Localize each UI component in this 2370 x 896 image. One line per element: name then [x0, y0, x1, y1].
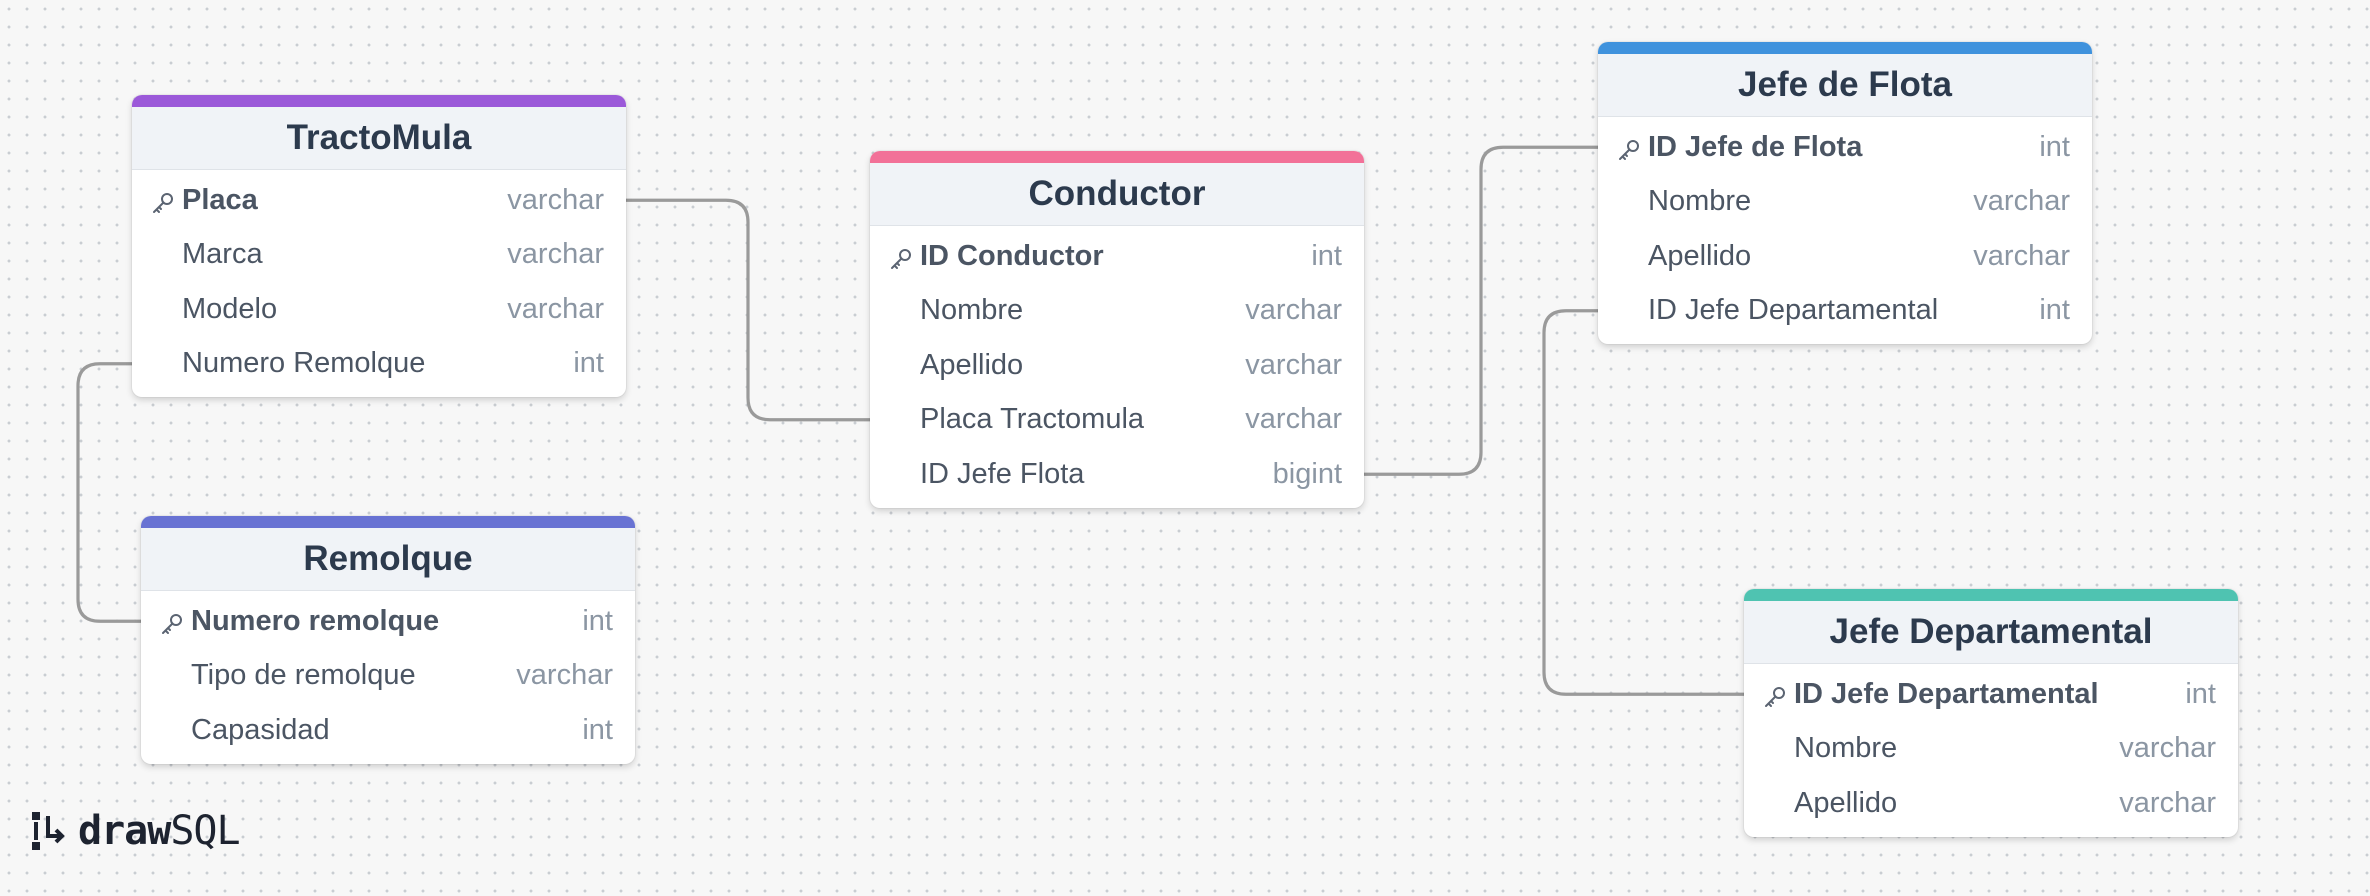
- primary-key-icon: [160, 610, 184, 635]
- field-name: ID Jefe Departamental: [1794, 677, 2099, 710]
- field-name: ID Jefe Flota: [920, 457, 1085, 490]
- relationship-line[interactable]: [626, 198, 870, 422]
- field-name: Capasidad: [191, 713, 330, 746]
- primary-key-icon: [1617, 136, 1641, 161]
- field-type: int: [2039, 130, 2070, 163]
- field-row[interactable]: Apellido varchar: [870, 338, 1364, 393]
- field-row[interactable]: ID Conductor int: [870, 229, 1364, 284]
- field-row[interactable]: Nombre varchar: [1744, 722, 2238, 777]
- field-row[interactable]: Placa varchar: [132, 173, 626, 228]
- field-name: Nombre: [1794, 732, 1898, 765]
- table-color-bar: [141, 516, 635, 528]
- relationship-line[interactable]: [76, 362, 141, 623]
- table-title[interactable]: Conductor: [870, 163, 1364, 226]
- field-name: Apellido: [920, 348, 1024, 381]
- field-name: Apellido: [1648, 239, 1752, 272]
- field-row[interactable]: Marca varchar: [132, 228, 626, 283]
- table-title[interactable]: Jefe Departamental: [1744, 601, 2238, 664]
- field-row[interactable]: ID Jefe Departamental int: [1744, 667, 2238, 722]
- field-type: varchar: [1245, 294, 1342, 327]
- field-type: varchar: [1245, 403, 1342, 436]
- drawsql-logo-icon: [32, 812, 65, 850]
- field-type: int: [1311, 239, 1342, 272]
- field-type: varchar: [1973, 185, 2070, 218]
- field-name: Tipo de remolque: [191, 659, 416, 692]
- table-color-bar: [132, 95, 626, 107]
- field-name: Modelo: [182, 292, 278, 325]
- table-title[interactable]: Jefe de Flota: [1598, 54, 2092, 117]
- field-type: bigint: [1272, 457, 1342, 490]
- field-row[interactable]: Apellido varchar: [1598, 229, 2092, 284]
- field-name: Marca: [182, 238, 263, 271]
- field-row[interactable]: ID Jefe de Flota int: [1598, 120, 2092, 175]
- field-row[interactable]: Capasidad int: [141, 703, 635, 758]
- table-title[interactable]: Remolque: [141, 528, 635, 591]
- primary-key-icon: [889, 245, 913, 270]
- field-row[interactable]: Numero remolque int: [141, 594, 635, 649]
- field-row[interactable]: ID Jefe Flota bigint: [870, 447, 1364, 502]
- field-type: varchar: [1973, 239, 2070, 272]
- field-name: Numero Remolque: [182, 347, 426, 380]
- field-name: ID Jefe de Flota: [1648, 130, 1863, 163]
- field-row[interactable]: Apellido varchar: [1744, 776, 2238, 831]
- field-name: Nombre: [920, 294, 1024, 327]
- field-row[interactable]: Modelo varchar: [132, 282, 626, 337]
- field-type: varchar: [2119, 732, 2216, 765]
- field-name: Numero remolque: [191, 604, 440, 637]
- field-row[interactable]: Placa Tractomula varchar: [870, 393, 1364, 448]
- field-name: Nombre: [1648, 185, 1752, 218]
- table-color-bar: [1598, 42, 2092, 54]
- field-type: varchar: [507, 238, 604, 271]
- primary-key-icon: [151, 189, 175, 214]
- primary-key-icon: [1763, 683, 1787, 708]
- field-type: int: [582, 713, 613, 746]
- table-color-bar: [870, 151, 1364, 163]
- table-color-bar: [1744, 589, 2238, 601]
- field-name: Placa: [182, 183, 258, 216]
- field-type: int: [573, 347, 604, 380]
- logo-text-sql: SQL: [170, 808, 240, 854]
- field-row[interactable]: Numero Remolque int: [132, 337, 626, 392]
- relationship-line[interactable]: [1364, 145, 1598, 476]
- field-type: varchar: [507, 183, 604, 216]
- field-name: Apellido: [1794, 786, 1898, 819]
- field-type: varchar: [2119, 786, 2216, 819]
- table-jefe-departamental[interactable]: Jefe Departamental ID Jefe Departamental…: [1744, 589, 2238, 837]
- field-type: int: [582, 604, 613, 637]
- table-title[interactable]: TractoMula: [132, 107, 626, 170]
- field-type: varchar: [507, 292, 604, 325]
- field-type: varchar: [516, 659, 613, 692]
- field-row[interactable]: ID Jefe Departamental int: [1598, 284, 2092, 339]
- field-row[interactable]: Nombre varchar: [1598, 175, 2092, 230]
- field-name: Placa Tractomula: [920, 403, 1145, 436]
- field-name: ID Conductor: [920, 239, 1104, 272]
- logo-text-draw: draw: [78, 808, 171, 854]
- field-row[interactable]: Tipo de remolque varchar: [141, 649, 635, 704]
- field-type: varchar: [1245, 348, 1342, 381]
- field-type: int: [2039, 294, 2070, 327]
- field-type: int: [2185, 677, 2216, 710]
- relationship-line[interactable]: [1542, 309, 1744, 696]
- field-row[interactable]: Nombre varchar: [870, 284, 1364, 339]
- field-name: ID Jefe Departamental: [1648, 294, 1939, 327]
